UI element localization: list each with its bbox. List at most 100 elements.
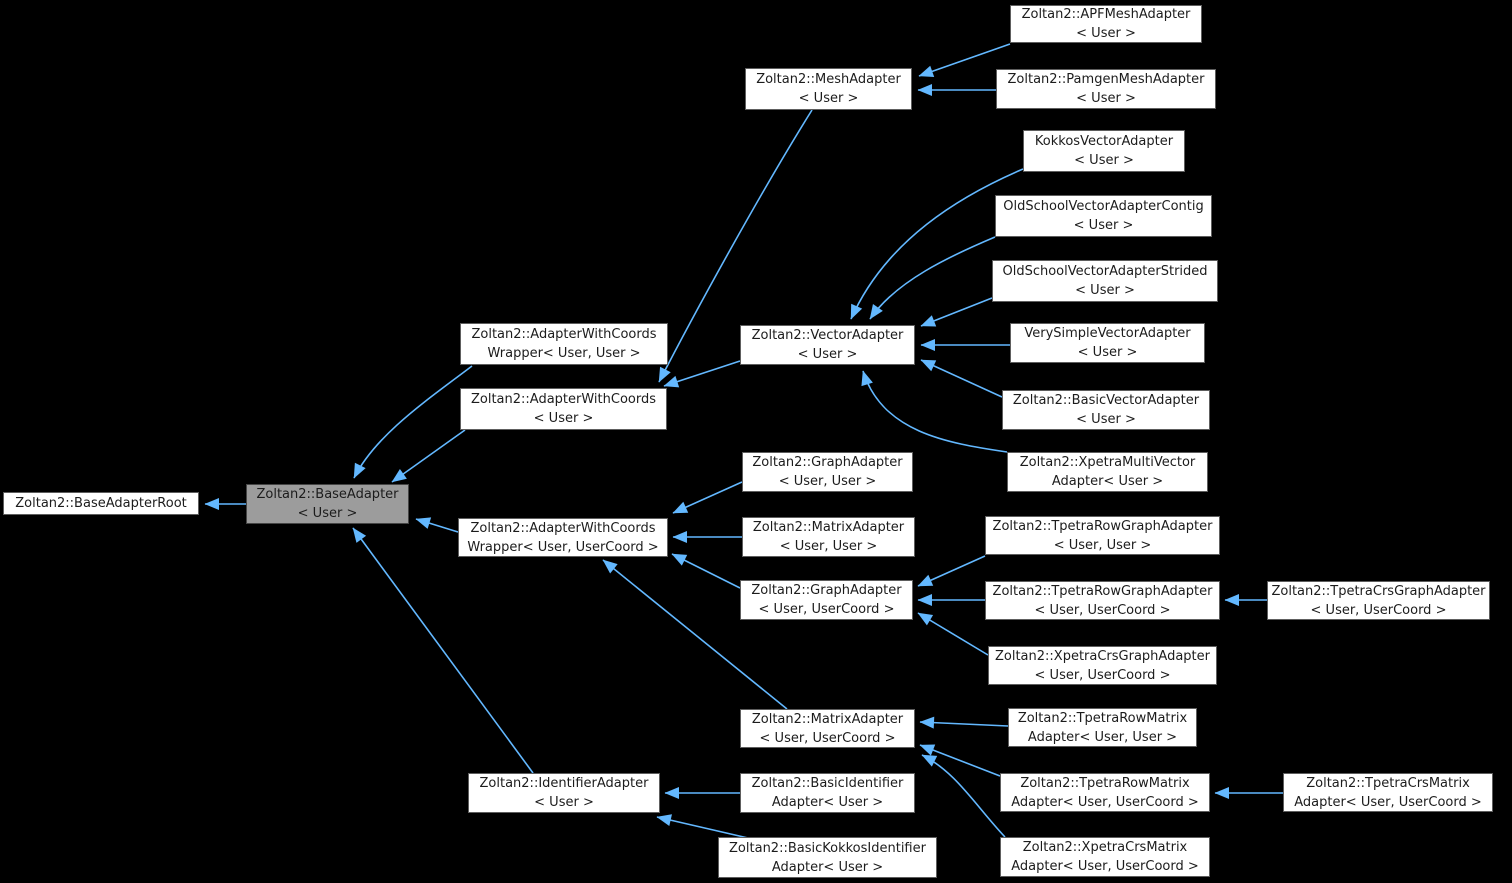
- inheritance-edge-graphadapter-uc-to-wrapper-user-usercoord: [671, 553, 741, 589]
- class-node-label: Zoltan2::AdapterWithCoords: [470, 520, 656, 536]
- class-node-identifieradapter[interactable]: Zoltan2::IdentifierAdapter < User >: [468, 773, 660, 813]
- class-node-template-args: < User, UserCoord >: [1034, 602, 1171, 618]
- class-node-template-args: Wrapper< User, User >: [487, 346, 641, 361]
- class-node-label: Zoltan2::BaseAdapterRoot: [15, 496, 187, 511]
- class-node-template-args: < User >: [1076, 91, 1136, 106]
- inheritance-edge-apfmeshadapter-to-meshadapter: [918, 43, 1011, 78]
- class-node-baseadapterroot[interactable]: Zoltan2::BaseAdapterRoot: [3, 492, 199, 515]
- class-node-template-args: < User >: [1075, 283, 1135, 298]
- class-node-wrapper-user-user[interactable]: Zoltan2::AdapterWithCoords Wrapper< User…: [460, 323, 668, 365]
- class-node-template-args: < User >: [1074, 153, 1134, 168]
- class-node-template-args: < User >: [1076, 26, 1136, 41]
- class-node-xpetracrsmatrix[interactable]: Zoltan2::XpetraCrsMatrix Adapter< User, …: [1000, 837, 1210, 877]
- class-node-template-args: < User >: [1076, 412, 1136, 427]
- class-node-label: OldSchoolVectorAdapterContig: [1003, 199, 1204, 214]
- class-node-label: Zoltan2::MatrixAdapter: [751, 711, 904, 727]
- class-node-template-args: < User, User >: [779, 539, 878, 554]
- inheritance-edge-tpetrarowmatrix-uu-to-matrixadapter-uc: [919, 716, 1009, 729]
- class-node-template-args: < User >: [1073, 218, 1134, 233]
- inheritance-edge-meshadapter-to-adapterwithcoords: [658, 109, 813, 383]
- inheritance-edge-kokkosvectoradapter-to-vectoradapter: [850, 168, 1024, 320]
- class-node-label: Zoltan2::IdentifierAdapter: [479, 776, 649, 791]
- class-node-tpetrarowgraph-uu[interactable]: Zoltan2::TpetraRowGraphAdapter < User, U…: [985, 516, 1220, 555]
- class-node-label: Zoltan2::BasicIdentifier: [751, 776, 904, 791]
- class-node-oldschoolvectoradapterstrided[interactable]: OldSchoolVectorAdapterStrided < User >: [992, 260, 1218, 302]
- class-node-basicvectoradapter[interactable]: Zoltan2::BasicVectorAdapter < User >: [1002, 390, 1210, 430]
- class-node-label: Zoltan2::VectorAdapter: [751, 328, 904, 343]
- inheritance-edge-tpetrarowgraph-uu-to-graphadapter-uc: [917, 555, 986, 587]
- class-node-baseadapter[interactable]: Zoltan2::BaseAdapter < User >: [246, 484, 409, 524]
- class-node-template-args: < User >: [797, 347, 858, 362]
- inheritance-edge-xpetracrsmatrix-to-matrixadapter-uc: [921, 754, 1006, 838]
- class-node-label: Zoltan2::MatrixAdapter: [752, 520, 905, 535]
- class-node-graphadapter-uc[interactable]: Zoltan2::GraphAdapter < User, UserCoord …: [740, 580, 913, 620]
- class-node-meshadapter[interactable]: Zoltan2::MeshAdapter < User >: [745, 68, 912, 110]
- class-node-template-args: Adapter< User >: [1051, 474, 1164, 489]
- inheritance-edge-identifieradapter-to-baseadapter: [352, 527, 534, 774]
- class-node-label: OldSchoolVectorAdapterStrided: [1002, 264, 1208, 279]
- class-node-template-args: < User >: [533, 411, 594, 426]
- class-node-label: Zoltan2::BasicKokkosIdentifier: [729, 840, 926, 856]
- class-node-label: KokkosVectorAdapter: [1034, 134, 1174, 149]
- class-node-template-args: < User, UserCoord >: [1310, 602, 1447, 618]
- class-node-tpetracrsgraph[interactable]: Zoltan2::TpetraCrsGraphAdapter < User, U…: [1267, 581, 1490, 620]
- class-node-label: VerySimpleVectorAdapter: [1024, 326, 1191, 341]
- class-node-template-args: Adapter< User, User >: [1027, 729, 1178, 745]
- inheritance-edge-adapterwithcoords-to-baseadapter: [391, 429, 466, 483]
- class-node-template-args: Adapter< User >: [771, 795, 884, 810]
- class-node-xpetramultivectoradapter[interactable]: Zoltan2::XpetraMultiVector Adapter< User…: [1007, 452, 1208, 492]
- class-node-tpetrarowgraph-uc[interactable]: Zoltan2::TpetraRowGraphAdapter < User, U…: [985, 581, 1220, 620]
- class-node-matrixadapter-uu[interactable]: Zoltan2::MatrixAdapter < User, User >: [742, 517, 915, 557]
- class-node-label: Zoltan2::GraphAdapter: [751, 583, 902, 598]
- class-node-label: Zoltan2::XpetraMultiVector: [1019, 455, 1196, 470]
- class-node-template-args: Adapter< User, UserCoord >: [1011, 859, 1199, 874]
- class-node-matrixadapter-uc[interactable]: Zoltan2::MatrixAdapter < User, UserCoord…: [740, 709, 915, 748]
- class-node-template-args: < User >: [1077, 345, 1138, 360]
- class-node-vectoradapter[interactable]: Zoltan2::VectorAdapter < User >: [740, 325, 915, 365]
- class-node-basickokkosidentifier[interactable]: Zoltan2::BasicKokkosIdentifier Adapter< …: [718, 837, 937, 878]
- class-node-template-args: Adapter< User, UserCoord >: [1294, 794, 1482, 810]
- class-node-label: Zoltan2::TpetraRowMatrix: [1017, 710, 1188, 726]
- class-node-label: Zoltan2::AdapterWithCoords: [470, 392, 657, 407]
- inheritance-edge-basickokkosidentifier-to-identifieradapter: [656, 814, 749, 839]
- class-node-label: Zoltan2::BasicVectorAdapter: [1012, 393, 1200, 408]
- inheritance-edge-graphadapter-uu-to-wrapper-user-usercoord: [672, 481, 743, 514]
- class-node-template-args: < User, User >: [778, 474, 877, 489]
- class-node-label: Zoltan2::APFMeshAdapter: [1021, 7, 1191, 22]
- class-node-template-args: < User, User >: [1053, 537, 1152, 553]
- class-node-tpetracrsmatrix[interactable]: Zoltan2::TpetraCrsMatrix Adapter< User, …: [1283, 773, 1493, 812]
- inheritance-edge-wrapper-user-user-to-baseadapter: [353, 365, 473, 479]
- class-node-label: Zoltan2::AdapterWithCoords: [471, 327, 657, 342]
- class-node-template-args: < User, UserCoord >: [758, 602, 895, 617]
- class-node-oldschoolvectoradaptercontig[interactable]: OldSchoolVectorAdapterContig < User >: [995, 195, 1212, 237]
- class-node-label: Zoltan2::TpetraCrsGraphAdapter: [1271, 583, 1486, 599]
- class-node-kokkosvectoradapter[interactable]: KokkosVectorAdapter < User >: [1023, 130, 1185, 172]
- class-node-label: Zoltan2::TpetraRowGraphAdapter: [992, 583, 1213, 599]
- class-node-pamgenmeshadapter[interactable]: Zoltan2::PamgenMeshAdapter < User >: [996, 69, 1216, 109]
- class-node-graphadapter-uu[interactable]: Zoltan2::GraphAdapter < User, User >: [742, 452, 913, 492]
- class-node-template-args: < User >: [798, 91, 859, 106]
- inheritance-edge-oldschoolvectoradaptercontig-to-vectoradapter: [869, 236, 996, 320]
- class-node-template-args: Adapter< User, UserCoord >: [1011, 794, 1199, 810]
- inheritance-edge-xpetramultivectoradapter-to-vectoradapter: [861, 370, 1008, 453]
- class-node-apfmeshadapter[interactable]: Zoltan2::APFMeshAdapter < User >: [1010, 5, 1202, 43]
- class-node-basicidentifier[interactable]: Zoltan2::BasicIdentifier Adapter< User >: [740, 773, 915, 813]
- class-node-tpetrarowmatrix-uu[interactable]: Zoltan2::TpetraRowMatrix Adapter< User, …: [1008, 708, 1197, 747]
- class-node-adapterwithcoords[interactable]: Zoltan2::AdapterWithCoords < User >: [460, 388, 667, 430]
- inheritance-edge-oldschoolvectoradapterstrided-to-vectoradapter: [920, 297, 993, 327]
- class-node-verysimplevectoradapter[interactable]: VerySimpleVectorAdapter < User >: [1010, 323, 1205, 363]
- class-node-label: Zoltan2::BaseAdapter: [256, 487, 399, 502]
- class-node-label: Zoltan2::XpetraCrsGraphAdapter: [994, 648, 1210, 664]
- class-node-template-args: < User >: [297, 506, 358, 521]
- class-node-xpetracrsgraph[interactable]: Zoltan2::XpetraCrsGraphAdapter < User, U…: [988, 646, 1217, 685]
- class-node-wrapper-user-usercoord[interactable]: Zoltan2::AdapterWithCoords Wrapper< User…: [458, 518, 668, 557]
- class-node-label: Zoltan2::TpetraRowGraphAdapter: [992, 518, 1213, 534]
- inheritance-edge-wrapper-user-usercoord-to-baseadapter: [415, 517, 459, 533]
- class-node-tpetrarowmatrix-uc[interactable]: Zoltan2::TpetraRowMatrix Adapter< User, …: [1000, 773, 1210, 812]
- class-node-label: Zoltan2::PamgenMeshAdapter: [1007, 72, 1205, 87]
- class-node-label: Zoltan2::XpetraCrsMatrix: [1022, 840, 1188, 855]
- class-node-label: Zoltan2::MeshAdapter: [756, 72, 901, 87]
- class-node-template-args: Adapter< User >: [771, 859, 884, 875]
